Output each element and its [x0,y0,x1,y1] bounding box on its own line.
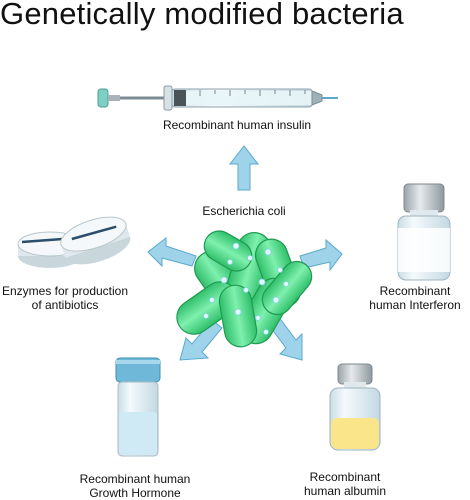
label-growth: Recombinant human Growth Hormone [79,472,191,500]
label-albumin: Recombinant human albumin [303,470,387,498]
syringe-icon [97,85,338,111]
vial-icon [329,363,381,451]
arrow-up-icon [228,145,260,191]
pills-icon [17,216,131,268]
label-interferon: Recombinant human Interferon [369,284,461,312]
label-antibiotics: Enzymes for production of antibiotics [1,284,129,312]
label-insulin: Recombinant human insulin [162,118,312,132]
arrow-left-icon [147,236,197,268]
label-center: Escherichia coli [202,204,286,218]
test-tube-icon [115,357,161,457]
vial-icon [397,183,451,281]
page-title: Genetically modified bacteria [0,0,404,31]
bacteria-cluster-icon [176,230,313,348]
arrow-down-left-icon [179,319,223,361]
